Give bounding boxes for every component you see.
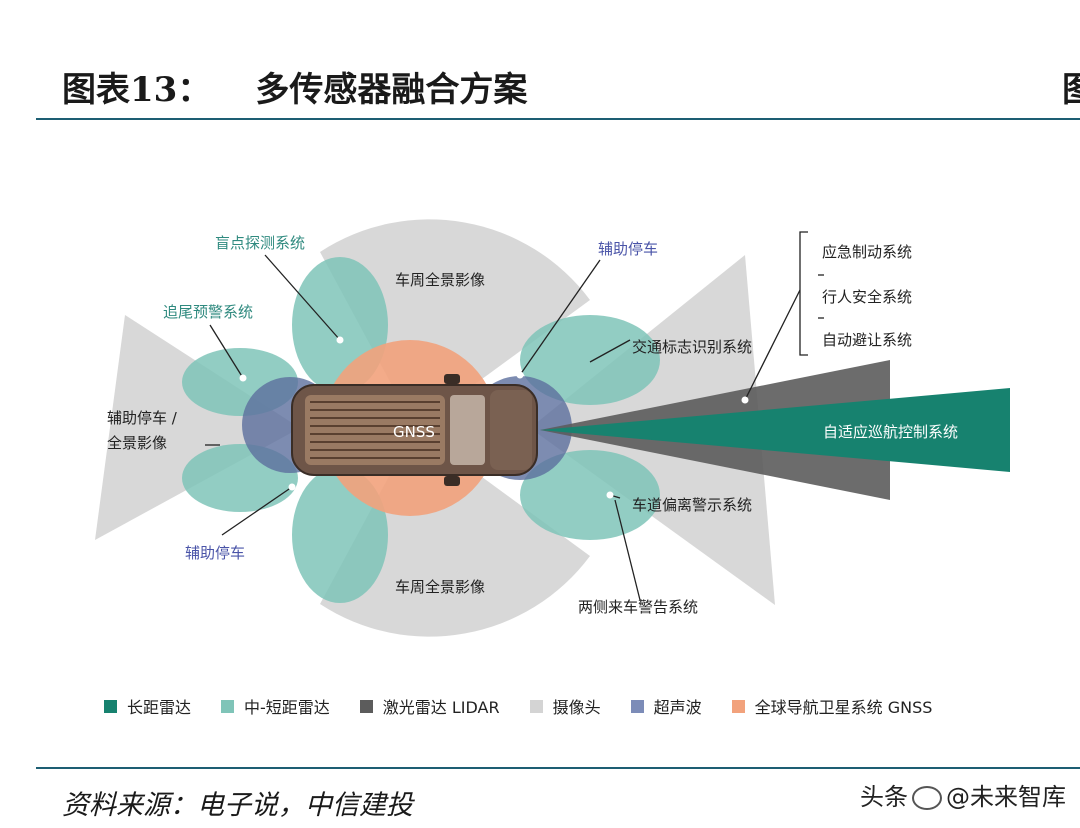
label-lane-departure: 车道偏离警示系统 <box>632 496 752 514</box>
figure-number: 图表13： <box>62 70 212 110</box>
legend-label: 全球导航卫星系统 GNSS <box>754 698 933 717</box>
label-park-assist-bottom: 辅助停车 <box>185 544 245 562</box>
legend-swatch <box>221 699 235 713</box>
label-traffic-sign: 交通标志识别系统 <box>632 338 752 356</box>
legend-item-long-range-radar: 长距雷达 <box>104 694 191 718</box>
legend-label: 长距雷达 <box>127 698 192 717</box>
legend-item-camera: 摄像头 <box>529 694 601 718</box>
legend-item-gnss: 全球导航卫星系统 GNSS <box>731 694 933 718</box>
label-auto-avoid: 自动避让系统 <box>822 331 912 349</box>
watermark-right: @未来智库 <box>946 783 1066 811</box>
cut-off-title-char: 图 <box>1062 70 1080 110</box>
car-mirror-left <box>444 374 460 384</box>
legend-item-ultrasonic: 超声波 <box>630 694 702 718</box>
legend: 长距雷达 中-短距雷达 激光雷达 LIDAR 摄像头 超声波 全球导航卫星系统 … <box>104 692 962 720</box>
label-blind-spot: 盲点探测系统 <box>215 234 305 252</box>
radar-lobe-front-top <box>520 315 660 405</box>
leader-lines <box>205 231 824 601</box>
radar-lobe-front-bottom <box>520 450 660 540</box>
legend-swatch <box>104 699 117 713</box>
legend-item-lidar: 激光雷达 LIDAR <box>359 694 500 718</box>
car-mirror-right <box>444 476 460 486</box>
label-park-assist-rear-1: 辅助停车 / <box>107 409 178 427</box>
legend-swatch <box>630 699 644 713</box>
marker-dots <box>239 336 749 499</box>
legend-item-mid-short-radar: 中-短距雷达 <box>221 694 330 718</box>
legend-label: 中-短距雷达 <box>244 698 330 717</box>
legend-label: 超声波 <box>653 698 702 717</box>
legend-label: 摄像头 <box>552 698 601 717</box>
label-park-assist-rear-2: 全景影像 <box>107 434 167 452</box>
figure-title: 图表13： 多传感器融合方案 <box>62 62 527 111</box>
label-gnss: GNSS <box>393 423 435 441</box>
car-roof <box>305 395 445 465</box>
label-emergency-brake: 应急制动系统 <box>822 243 912 261</box>
label-rear-collision: 追尾预警系统 <box>163 303 253 321</box>
figure-title-text: 多传感器融合方案 <box>255 70 528 110</box>
legend-swatch <box>359 699 373 713</box>
car-hood <box>490 390 532 470</box>
legend-swatch <box>731 699 745 713</box>
car-windshield <box>450 395 485 465</box>
legend-swatch <box>529 699 543 713</box>
long-range-radar-coverage <box>540 388 1010 472</box>
source-note: 资料来源：电子说，中信建投 <box>62 790 413 821</box>
legend-label: 激光雷达 LIDAR <box>382 698 500 717</box>
label-acc: 自适应巡航控制系统 <box>823 423 958 441</box>
top-rule <box>36 118 1080 120</box>
bottom-rule <box>36 767 1080 769</box>
label-park-assist-top: 辅助停车 <box>598 240 658 258</box>
wechat-icon <box>912 786 942 810</box>
watermark-left: 头条 <box>860 783 908 811</box>
camera-zone-rear <box>95 315 300 540</box>
car-top-view <box>291 374 538 486</box>
label-surround-top: 车周全景影像 <box>395 271 485 289</box>
label-surround-bottom: 车周全景影像 <box>395 578 485 596</box>
label-cross-traffic: 两侧来车警告系统 <box>578 598 698 616</box>
label-pedestrian: 行人安全系统 <box>822 288 912 306</box>
watermark: 头条 @未来智库 <box>860 777 1066 812</box>
